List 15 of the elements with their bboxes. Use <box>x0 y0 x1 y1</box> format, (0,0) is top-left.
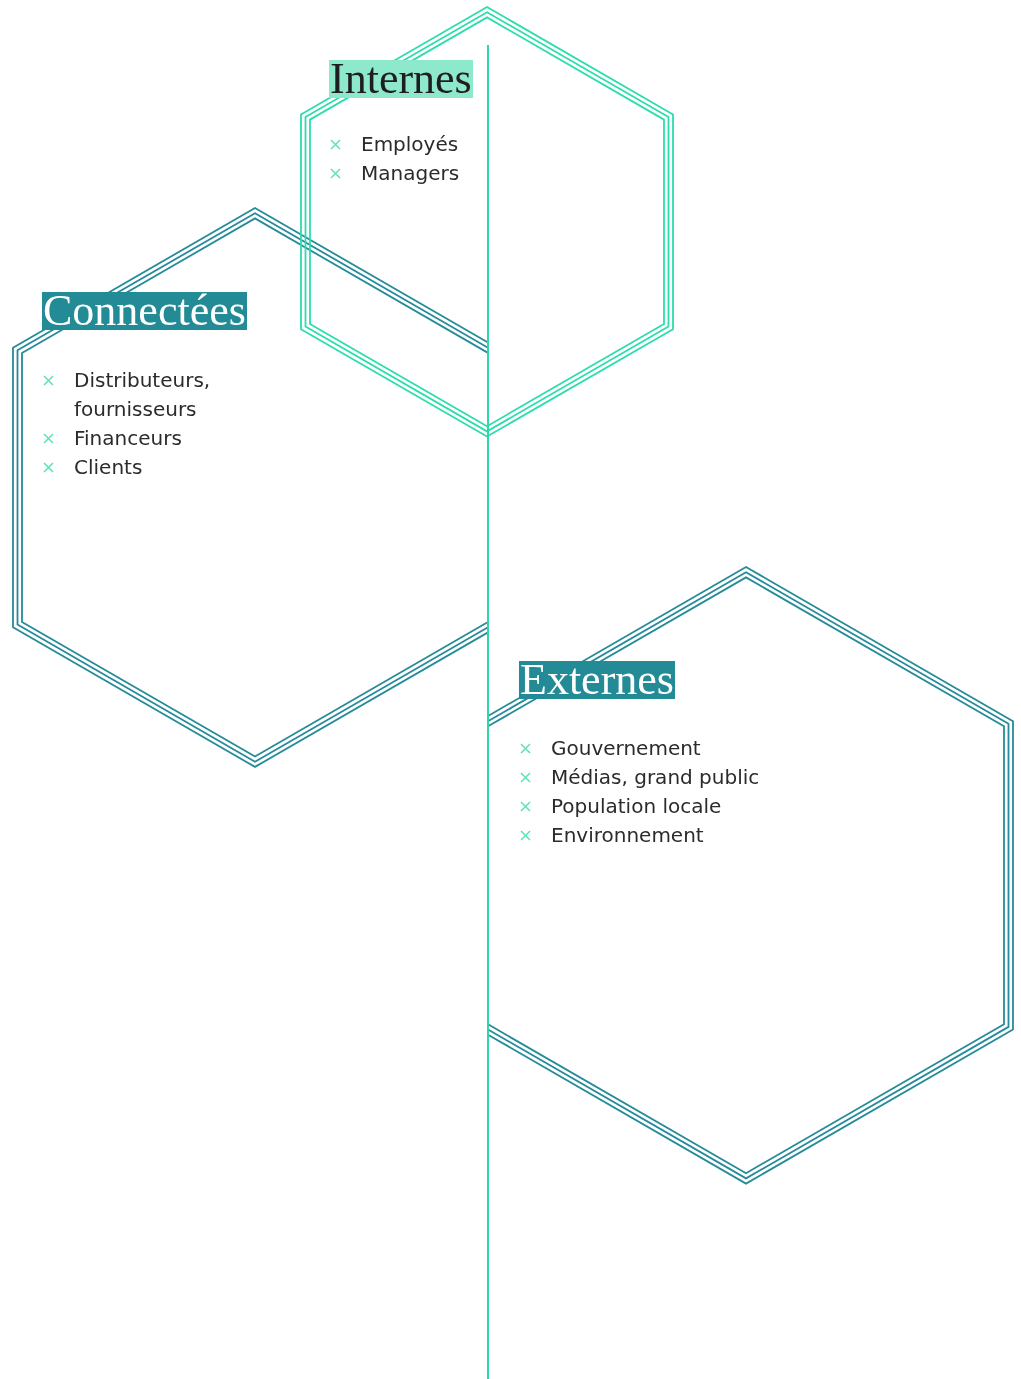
category-heading: Connectées <box>42 292 247 330</box>
hexagon-frame <box>299 5 675 439</box>
list-item-text: Clients <box>74 454 144 481</box>
list-item-text: Médias, grand public <box>551 764 761 791</box>
list-item-text: Environnement <box>551 822 705 849</box>
hexagon-frame <box>11 206 488 769</box>
list-item-text: Financeurs <box>74 425 183 452</box>
list-item-text: Managers <box>361 160 461 187</box>
list-item-text: Gouvernement <box>551 735 702 762</box>
list-item-text: Population locale <box>551 793 723 820</box>
list-item-text: Distributeurs, fournisseurs <box>74 367 212 423</box>
category-heading: Internes <box>329 60 473 98</box>
list-item-text: Employés <box>361 131 460 158</box>
hexagon-frame <box>488 565 1015 1186</box>
category-heading: Externes <box>519 661 675 699</box>
